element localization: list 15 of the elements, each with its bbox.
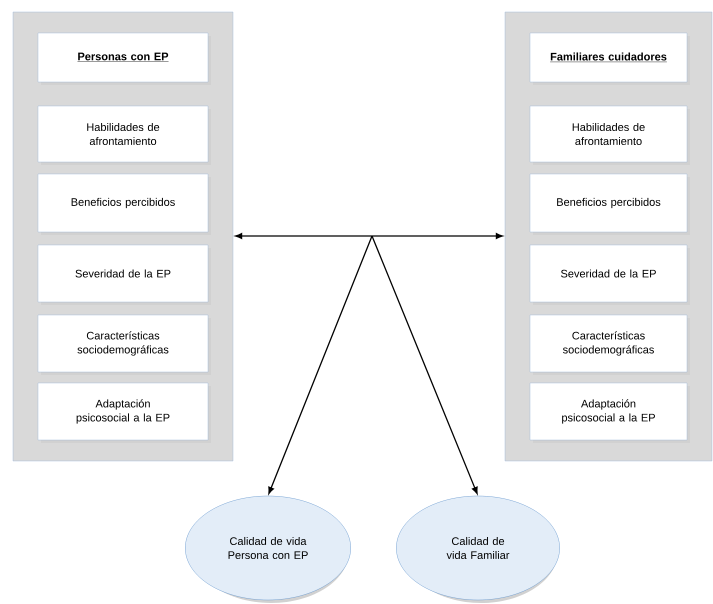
factor-box: Severidad de la EP	[38, 244, 208, 302]
factor-box: Características sociodemográficas	[530, 314, 688, 372]
arrow	[268, 236, 373, 494]
factor-box: Beneficios percibidos	[530, 174, 688, 232]
arrow	[371, 236, 478, 494]
heading-box: Personas con EP	[38, 32, 208, 82]
factor-box: Adaptación psicosocial a la EP	[38, 382, 208, 440]
factor-box: Características sociodemográficas	[38, 314, 208, 372]
factor-box: Severidad de la EP	[530, 244, 688, 302]
factor-box: Habilidades de afrontamiento	[38, 106, 208, 162]
heading-box: Familiares cuidadores	[530, 32, 688, 82]
factor-box: Habilidades de afrontamiento	[530, 106, 688, 162]
factor-box: Adaptación psicosocial a la EP	[530, 382, 688, 440]
factor-box: Beneficios percibidos	[38, 174, 208, 232]
arrow	[235, 233, 503, 239]
